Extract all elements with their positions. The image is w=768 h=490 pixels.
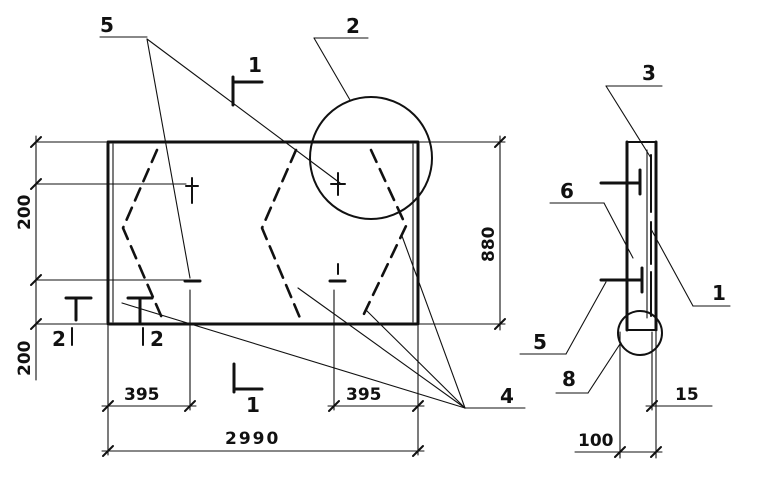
callout-5-top-label: 5 [100, 13, 114, 37]
dim-right-vertical: 880 [419, 135, 506, 331]
dim-edge-offset-top-label: 200 [15, 194, 35, 230]
callout-1-top-label: 1 [248, 53, 262, 77]
rebar-chevron-right [360, 148, 408, 320]
section-marker-1-top: 1 [231, 53, 264, 107]
callout-4-label: 4 [500, 384, 514, 408]
callout-5-top: 5 [99, 13, 341, 279]
detail-circle-8 [617, 310, 663, 356]
lifting-loop-top [599, 168, 642, 196]
callout-2-detail-label: 2 [346, 14, 360, 38]
callout-2-section-left-label: 2 [52, 327, 66, 351]
section-marker-2-right: 2 [126, 296, 164, 351]
callout-5-side: 5 [519, 281, 607, 355]
dim-thickness-label: 100 [578, 431, 614, 451]
callout-3: 3 [605, 61, 663, 159]
callout-8-label: 8 [562, 367, 576, 391]
callout-8: 8 [555, 343, 621, 394]
section-marker-1-bottom: 1 [232, 362, 264, 417]
dim-bottom-horizontal: 395 395 2990 [101, 289, 425, 457]
panel-outline [106, 140, 420, 326]
dim-height-label: 880 [479, 226, 499, 262]
dim-cover-label: 15 [675, 385, 699, 405]
callout-2-section-right-label: 2 [150, 327, 164, 351]
anchor-top-left [185, 177, 199, 204]
panel-elevation [106, 140, 420, 326]
dim-anchor-offset-left-label: 395 [124, 385, 160, 405]
rebar-chevron-left [121, 148, 164, 320]
anchor-top-right [330, 172, 346, 196]
rebar-chevron-middle [260, 148, 302, 320]
lifting-loop-bottom [599, 266, 644, 294]
callout-1-bottom-label: 1 [246, 393, 260, 417]
side-section: 100 15 [574, 140, 713, 459]
section-marker-2-left: 2 [52, 296, 93, 351]
callout-6-label: 6 [560, 179, 574, 203]
dim-length-label: 2990 [225, 429, 280, 449]
anchor-bottom-right [328, 263, 347, 283]
detail-circle-2 [309, 96, 433, 220]
callout-2-detail: 2 [309, 14, 433, 220]
callout-1-side-label: 1 [712, 281, 726, 305]
dim-edge-offset-bottom-label: 200 [15, 340, 35, 376]
callout-5-side-label: 5 [533, 330, 547, 354]
dim-left-vertical: 200 200 [15, 135, 187, 381]
dim-anchor-offset-right-label: 395 [346, 385, 382, 405]
callout-3-label: 3 [642, 61, 656, 85]
callout-4: 4 [121, 235, 526, 409]
callout-1-side: 1 [650, 228, 731, 307]
callout-6: 6 [549, 179, 634, 259]
